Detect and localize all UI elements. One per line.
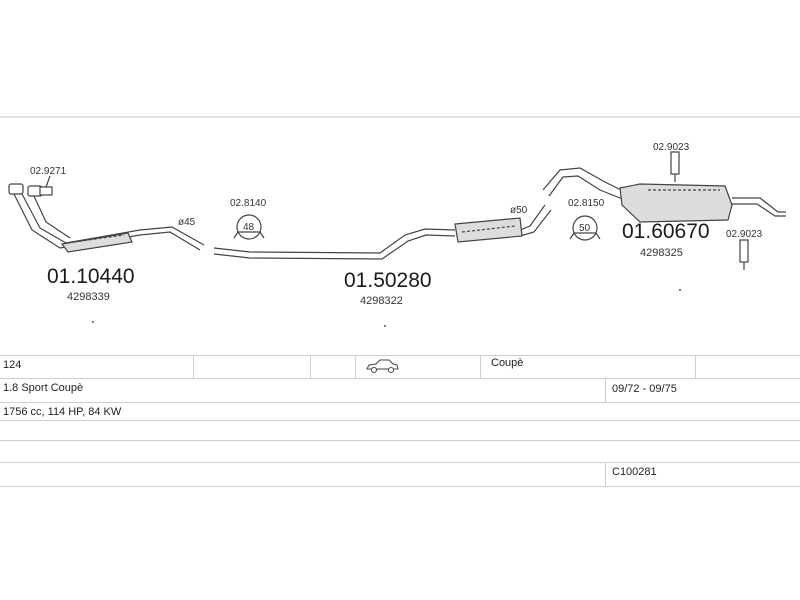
table-line: [0, 486, 800, 487]
mark-dot: [679, 289, 681, 291]
table-line: [0, 440, 800, 441]
table-vline: [695, 355, 696, 378]
hanger-02-9023-top-label: 02.9023: [653, 142, 690, 153]
table-line: [0, 420, 800, 421]
vehicle-model: 124: [3, 359, 22, 371]
middle-pipe-drawing: [213, 204, 552, 260]
kit-code: C100281: [612, 466, 657, 478]
front-pipe-drawing: [8, 183, 205, 253]
clamp-02-8150-label: 02.8150: [568, 198, 605, 209]
mark-dot: [384, 325, 386, 327]
mark-dot: [92, 321, 94, 323]
vehicle-years: 09/72 - 09/75: [612, 383, 677, 395]
vehicle-engine: 1756 cc, 114 HP, 84 KW: [3, 406, 122, 418]
hanger-02-9023-top-drawing: [670, 151, 680, 182]
table-vline: [605, 378, 606, 402]
middle-pipe-oem: 4298322: [360, 295, 403, 307]
table-line: [0, 402, 800, 403]
rear-silencer-number: 01.60670: [622, 220, 710, 243]
clamp-02-8140-label: 02.8140: [230, 198, 267, 209]
hanger-02-9023-right-label: 02.9023: [726, 229, 763, 240]
clamp-02-8140-size: 48: [243, 222, 255, 233]
vehicle-body: Coupè: [491, 357, 524, 369]
car-silhouette-icon: [366, 359, 399, 373]
table-vline: [480, 355, 481, 378]
clamp-02-8140-drawing: [233, 214, 265, 240]
middle-pipe-number: 01.50280: [344, 269, 432, 292]
table-vline: [310, 355, 311, 378]
table-line: [0, 355, 800, 356]
front-pipe-number: 01.10440: [47, 265, 135, 288]
diameter-50-label: ø50: [510, 205, 528, 216]
diameter-45-label: ø45: [178, 217, 196, 228]
table-vline: [605, 462, 606, 486]
table-line: [0, 462, 800, 463]
rear-silencer-drawing: [542, 167, 786, 223]
table-vline: [355, 355, 356, 378]
clamp-02-8150-size: 50: [579, 223, 591, 234]
vehicle-variant: 1.8 Sport Coupè: [3, 382, 84, 394]
hanger-02-9023-right-drawing: [739, 239, 749, 270]
front-pipe-oem: 4298339: [67, 291, 110, 303]
clamp-02-9271-label: 02.9271: [30, 166, 67, 177]
rear-silencer-oem: 4298325: [640, 247, 683, 259]
table-vline: [193, 355, 194, 378]
clamp-02-8150-drawing: [569, 215, 601, 241]
clamp-02-9271-drawing: [39, 175, 53, 196]
table-line: [0, 378, 800, 379]
